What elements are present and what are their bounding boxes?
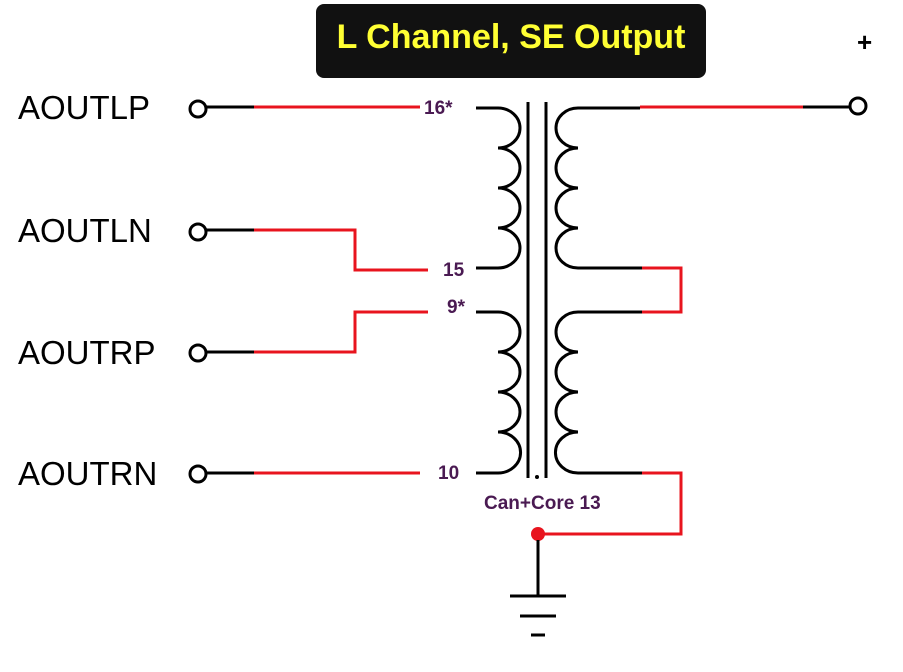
primary-coil-upper (476, 106, 522, 270)
output-plus-label: + (857, 27, 872, 57)
pin-label-16: 16* (424, 98, 453, 119)
secondary-wires (538, 105, 803, 536)
secondary-coil-lower (553, 310, 642, 475)
terminal-output-plus (848, 96, 868, 116)
title-banner: L Channel, SE Output (316, 4, 706, 78)
primary-coil-lower (476, 310, 523, 475)
terminal-aoutlp (188, 99, 208, 119)
ground-icon (510, 594, 566, 637)
port-label-aoutln: AOUTLN (18, 212, 152, 249)
secondary-coil-upper (554, 106, 642, 270)
port-label-aoutrn: AOUTRN (18, 455, 157, 492)
pin-label-10: 10 (438, 463, 459, 484)
diagram-title: L Channel, SE Output (336, 18, 686, 56)
primary-wires (254, 105, 428, 475)
port-label-aoutlp: AOUTLP (18, 89, 150, 126)
pin-label-15: 15 (443, 260, 465, 281)
ground-junction-dot (531, 527, 545, 541)
pin-label-9: 9* (447, 297, 466, 318)
core-dot (535, 475, 539, 479)
core-label: Can+Core 13 (484, 493, 601, 514)
transformer-core (526, 102, 548, 478)
terminal-aoutrn (188, 464, 208, 484)
terminal-aoutrp (188, 343, 208, 363)
terminal-aoutln (188, 222, 208, 242)
terminal-stubs-left (206, 105, 254, 475)
port-label-aoutrp: AOUTRP (18, 334, 156, 371)
